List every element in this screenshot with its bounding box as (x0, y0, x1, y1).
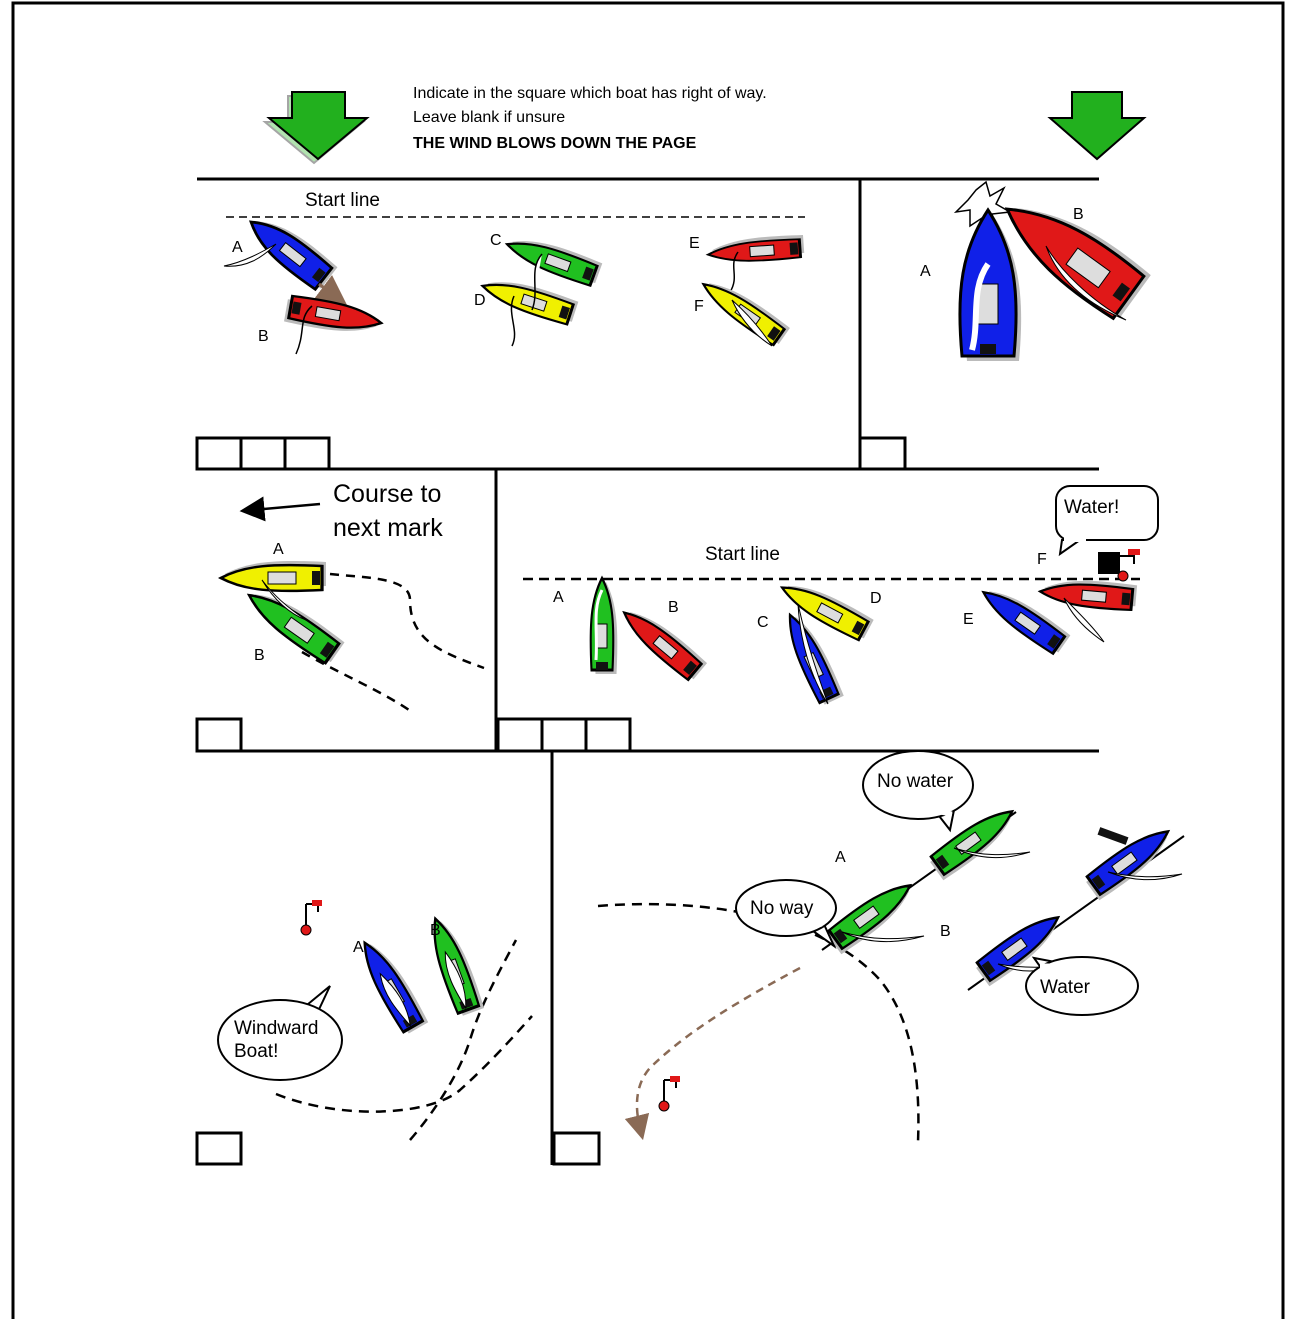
boat-c-green (503, 230, 602, 288)
label-b: B (1073, 206, 1084, 223)
answer-square-1c[interactable] (285, 438, 329, 469)
answer-square-6[interactable] (554, 1133, 599, 1164)
course-label-line-2: next mark (333, 514, 443, 542)
svg-text:Water!: Water! (1064, 497, 1119, 518)
no-way-callout: No way (736, 880, 836, 946)
answer-square-4c[interactable] (586, 719, 630, 751)
label-b: B (668, 599, 679, 616)
course-label-line-1: Course to (333, 480, 441, 508)
boat-a-blue (242, 207, 338, 292)
svg-text:Boat!: Boat! (234, 1041, 278, 1062)
svg-text:No water: No water (877, 771, 954, 792)
label-d: D (474, 292, 486, 309)
panel-1: Start line A B (224, 190, 805, 354)
boat-a-blue (960, 210, 1021, 361)
answer-square-2[interactable] (860, 438, 905, 469)
mark-buoy-icon (301, 900, 322, 935)
svg-text:No way: No way (750, 898, 814, 919)
boat-b-red (284, 294, 383, 338)
label-e: E (963, 611, 974, 628)
svg-text:Water: Water (1040, 977, 1091, 998)
mark-buoy-icon (659, 1076, 680, 1111)
label-b: B (940, 923, 951, 940)
windward-boat-callout: Windward Boat! (218, 986, 342, 1080)
instruction-line-1: Indicate in the square which boat has ri… (413, 85, 767, 102)
boat-d-yellow (479, 271, 579, 326)
panel-6: A B No water No way (598, 751, 1184, 1142)
boat-a-yellow (221, 561, 326, 591)
label-b: B (430, 922, 441, 939)
label-a: A (920, 263, 931, 280)
instruction-line-3: THE WIND BLOWS DOWN THE PAGE (413, 135, 697, 152)
label-f: F (694, 298, 704, 315)
boat-f-yellow (697, 272, 790, 348)
label-c: C (757, 614, 769, 631)
boat-e-red (707, 234, 804, 264)
answer-square-1b[interactable] (241, 438, 285, 469)
label-d: D (870, 590, 882, 607)
answer-square-4b[interactable] (542, 719, 586, 751)
boat-b-blue-trail (1083, 822, 1177, 901)
label-e: E (689, 235, 700, 252)
page-border (13, 3, 1283, 1319)
panel-5: A B Windward Boat! (218, 900, 532, 1140)
boat-a-green-lead (825, 876, 919, 955)
instruction-line-2: Leave blank if unsure (413, 109, 565, 126)
wind-arrow-right-icon (1050, 92, 1144, 159)
mark-buoy-icon (1118, 571, 1128, 581)
answer-square-4a[interactable] (498, 719, 542, 751)
answer-square-1a[interactable] (197, 438, 241, 469)
boat-b-red (617, 601, 708, 683)
label-b: B (258, 328, 269, 345)
boat-a-green (591, 578, 618, 674)
answer-square-5[interactable] (197, 1133, 241, 1164)
no-water-callout: No water (863, 751, 973, 830)
boat-a-blue (354, 935, 429, 1036)
label-a: A (553, 589, 564, 606)
label-c: C (490, 232, 502, 249)
label-a: A (273, 541, 284, 558)
water-callout: Water (1026, 957, 1138, 1015)
label-a: A (232, 239, 243, 256)
wind-arrow-left-icon (265, 92, 367, 163)
start-line-label: Start line (305, 190, 380, 211)
svg-text:Windward: Windward (234, 1018, 318, 1039)
label-b: B (254, 647, 265, 664)
water-callout: Water! (1056, 486, 1158, 554)
label-a: A (353, 939, 364, 956)
panel-3: Course to next mark A B (221, 480, 484, 712)
label-a: A (835, 849, 846, 866)
panel-4: Start line Water! A B (523, 486, 1158, 707)
answer-square-3[interactable] (197, 719, 241, 751)
course-arrow-icon (252, 504, 320, 510)
committee-boat-icon (1098, 552, 1120, 574)
start-line-label: Start line (705, 544, 780, 565)
label-f: F (1037, 551, 1047, 568)
panel-2: A B (920, 182, 1152, 361)
